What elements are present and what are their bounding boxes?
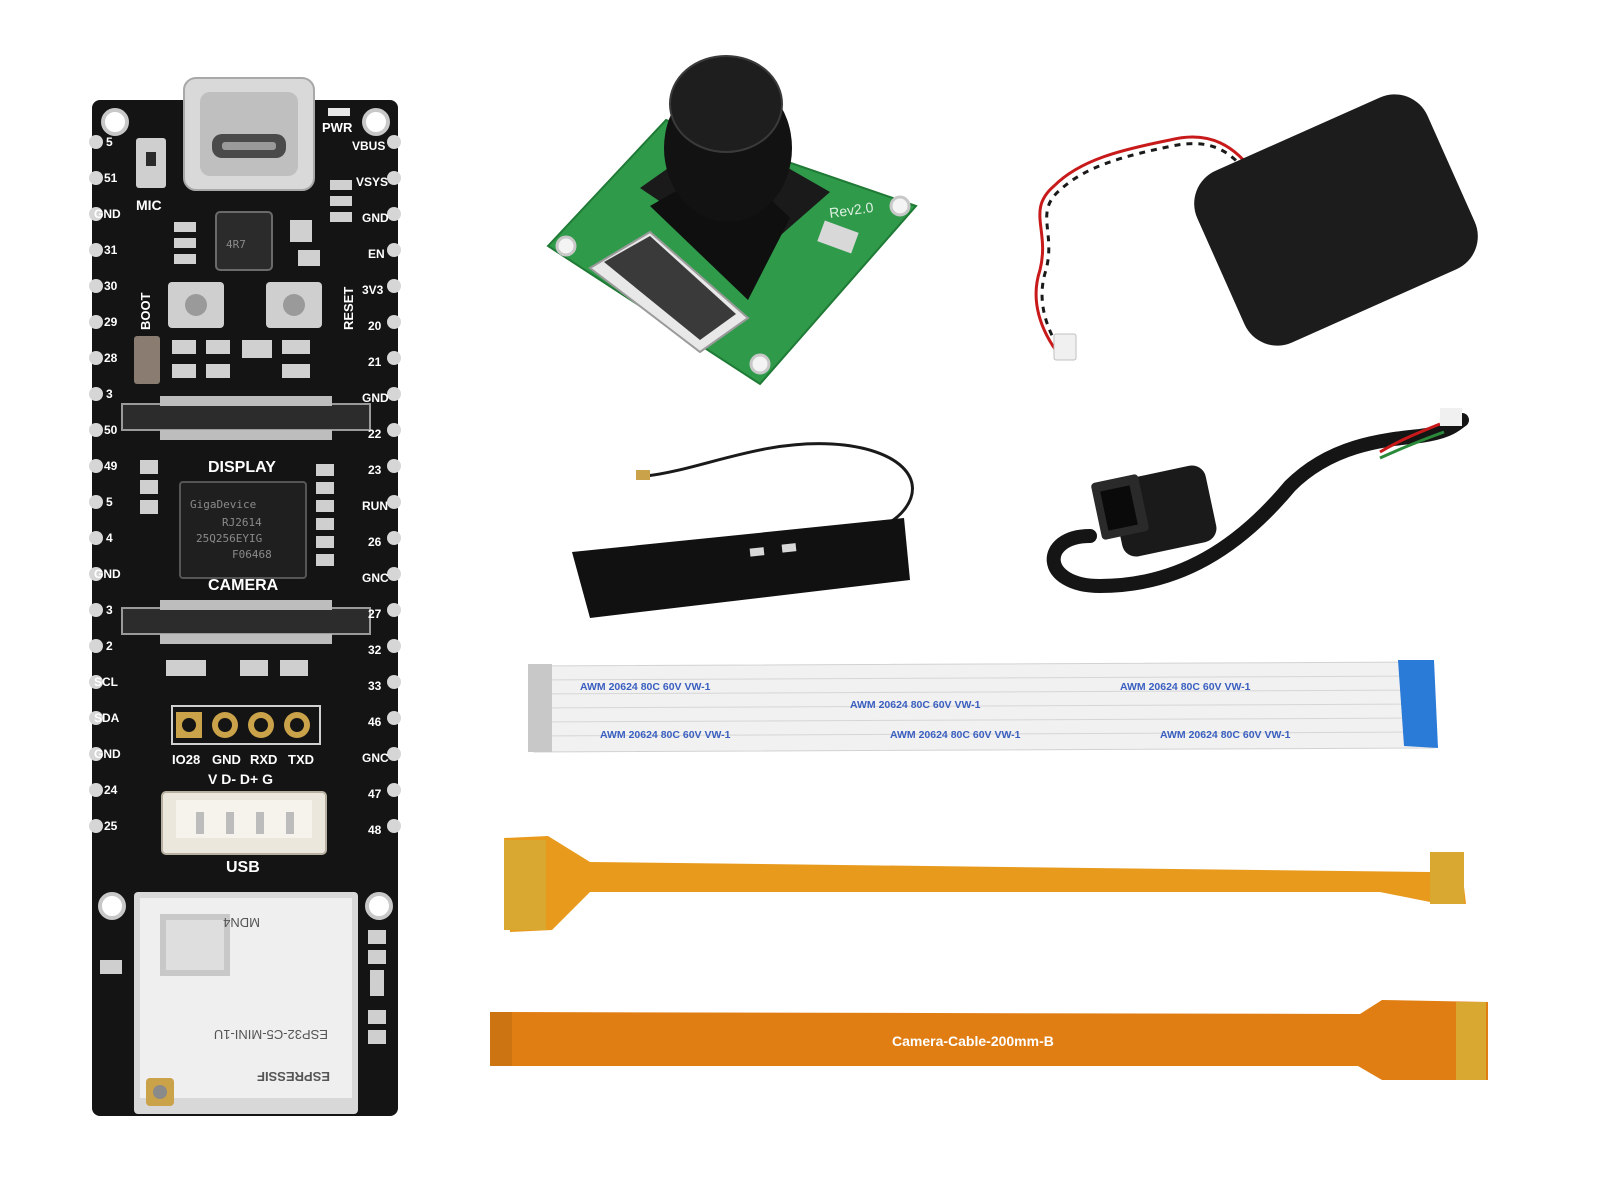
module-brand-label: ESPRESSIF (257, 1069, 330, 1084)
reset-label: RESET (341, 287, 356, 330)
pwr-label: PWR (322, 120, 353, 135)
mount-hole (362, 108, 390, 136)
camera-rev-label: Rev2.0 (828, 199, 874, 221)
svg-text:29: 29 (104, 315, 118, 329)
svg-text:RUN: RUN (362, 499, 388, 513)
camera-module: Rev2.0 (546, 55, 918, 386)
ffc-print-5: AWM 20624 80C 60V VW-1 (890, 729, 1021, 741)
camera-cable-200mm: Camera-Cable-200mm-B (490, 1000, 1488, 1080)
left-pin-pads (89, 135, 103, 833)
svg-text:EN: EN (368, 247, 385, 261)
svg-text:GND: GND (362, 211, 389, 225)
usb-header-connector (161, 791, 327, 855)
uart-header (171, 705, 321, 745)
svg-text:49: 49 (104, 459, 118, 473)
ffc-print-6: AWM 20624 80C 60V VW-1 (1160, 729, 1291, 741)
svg-text:25Q256EYIG: 25Q256EYIG (196, 532, 262, 545)
header-label-io28: IO28 (172, 752, 200, 767)
svg-text:20: 20 (368, 319, 382, 333)
svg-text:VSYS: VSYS (356, 175, 388, 189)
svg-text:VBUS: VBUS (352, 139, 385, 153)
svg-text:48: 48 (368, 823, 382, 837)
wifi-antenna (572, 442, 914, 618)
module-model-label: ESP32-C5-MINI-1U (214, 1027, 328, 1042)
dev-board: MIC PWR 4R7 BOOT RESET (89, 77, 401, 1116)
right-pin-labels: VBUS VSYS GND EN 3V3 20 21 GND 22 23 RUN… (352, 139, 389, 837)
camera-connector (121, 600, 371, 644)
svg-text:GNC: GNC (362, 571, 389, 585)
camera-cable-label: Camera-Cable-200mm-B (892, 1033, 1054, 1049)
ffc-ribbon-cable: AWM 20624 80C 60V VW-1 AWM 20624 80C 60V… (528, 660, 1438, 753)
right-pin-pads (387, 135, 401, 833)
svg-text:GNC: GNC (362, 751, 389, 765)
usb-c-connector (183, 77, 315, 191)
reset-button (266, 282, 322, 328)
boot-label: BOOT (138, 292, 153, 330)
svg-text:5: 5 (106, 135, 113, 149)
mount-hole (101, 108, 129, 136)
usb-otg-cable (1046, 408, 1469, 594)
esp-module (134, 892, 358, 1114)
svg-text:33: 33 (368, 679, 382, 693)
header-label-txd: TXD (288, 752, 314, 767)
svg-text:RJ2614: RJ2614 (222, 516, 262, 529)
display-connector (121, 396, 371, 440)
svg-text:30: 30 (104, 279, 118, 293)
svg-text:26: 26 (368, 535, 382, 549)
svg-text:46: 46 (368, 715, 382, 729)
svg-text:SDA: SDA (94, 711, 120, 725)
svg-text:F06468: F06468 (232, 548, 272, 561)
svg-text:50: 50 (104, 423, 118, 437)
svg-text:GND: GND (94, 567, 121, 581)
display-label: DISPLAY (208, 459, 276, 476)
svg-text:21: 21 (368, 355, 382, 369)
boot-button (168, 282, 224, 328)
svg-text:47: 47 (368, 787, 382, 801)
svg-text:3V3: 3V3 (362, 283, 384, 297)
svg-text:GND: GND (362, 391, 389, 405)
svg-text:28: 28 (104, 351, 118, 365)
svg-text:5: 5 (106, 495, 113, 509)
svg-text:GND: GND (94, 207, 121, 221)
ffc-print-3: AWM 20624 80C 60V VW-1 (1120, 681, 1251, 693)
usb-label: USB (226, 859, 260, 876)
svg-text:SCL: SCL (94, 675, 118, 689)
mount-hole (365, 892, 393, 920)
mount-hole (98, 892, 126, 920)
ffc-print-1: AWM 20624 80C 60V VW-1 (580, 681, 711, 693)
svg-text:23: 23 (368, 463, 382, 477)
mic-label: MIC (136, 197, 162, 213)
inductor (215, 211, 273, 271)
svg-text:51: 51 (104, 171, 118, 185)
svg-text:GigaDevice: GigaDevice (190, 498, 256, 511)
module-sub-label: MDN4 (223, 915, 260, 930)
svg-text:3: 3 (106, 387, 113, 401)
svg-text:32: 32 (368, 643, 382, 657)
svg-text:4: 4 (106, 531, 113, 545)
svg-text:25: 25 (104, 819, 118, 833)
header-label-rxd: RXD (250, 752, 277, 767)
fpc-cable-narrow (504, 836, 1466, 932)
header-label-gnd: GND (212, 752, 241, 767)
inductor-label: 4R7 (226, 238, 246, 251)
svg-text:22: 22 (368, 427, 382, 441)
svg-text:31: 31 (104, 243, 118, 257)
flash-chip: GigaDevice RJ2614 25Q256EYIG F06468 (179, 481, 307, 579)
usb-pin-labels: V D- D+ G (208, 771, 273, 787)
svg-text:27: 27 (368, 607, 382, 621)
camera-label: CAMERA (208, 577, 279, 594)
ffc-print-2: AWM 20624 80C 60V VW-1 (850, 699, 981, 711)
svg-text:3: 3 (106, 603, 113, 617)
battery (1034, 94, 1478, 361)
svg-text:24: 24 (104, 783, 118, 797)
left-pin-labels: 5 51 GND 31 30 29 28 3 50 49 5 4 GND 3 2… (94, 135, 121, 833)
ffc-print-4: AWM 20624 80C 60V VW-1 (600, 729, 731, 741)
svg-text:2: 2 (106, 639, 113, 653)
svg-text:GND: GND (94, 747, 121, 761)
